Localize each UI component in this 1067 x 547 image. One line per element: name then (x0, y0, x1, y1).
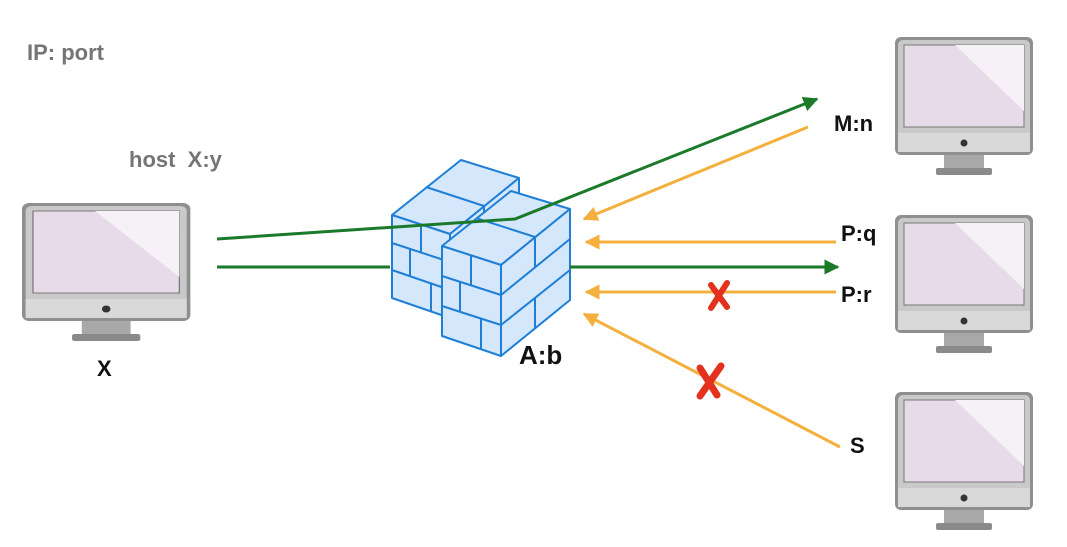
computer-x-icon (21, 202, 191, 342)
computer-p-icon (894, 214, 1034, 354)
computer-m-icon (894, 36, 1034, 176)
blocked-x-icon (696, 362, 725, 400)
computer-s-icon (894, 391, 1034, 531)
firewall-label: A:b (519, 340, 563, 370)
legend-label: IP: port (27, 40, 104, 65)
endpoint-m-label: M:n (834, 111, 874, 136)
inbound-connection-m (582, 125, 809, 221)
endpoint-pq-label: P:q (841, 221, 877, 246)
endpoint-pr-label: P:r (841, 282, 872, 307)
blocked-x-icon (708, 280, 730, 311)
outbound-connection-m (216, 97, 819, 241)
client-label: X (97, 356, 112, 381)
host-label: host X:y (129, 147, 222, 172)
endpoint-s-label: S (850, 433, 865, 458)
firewall-icon (391, 159, 571, 357)
